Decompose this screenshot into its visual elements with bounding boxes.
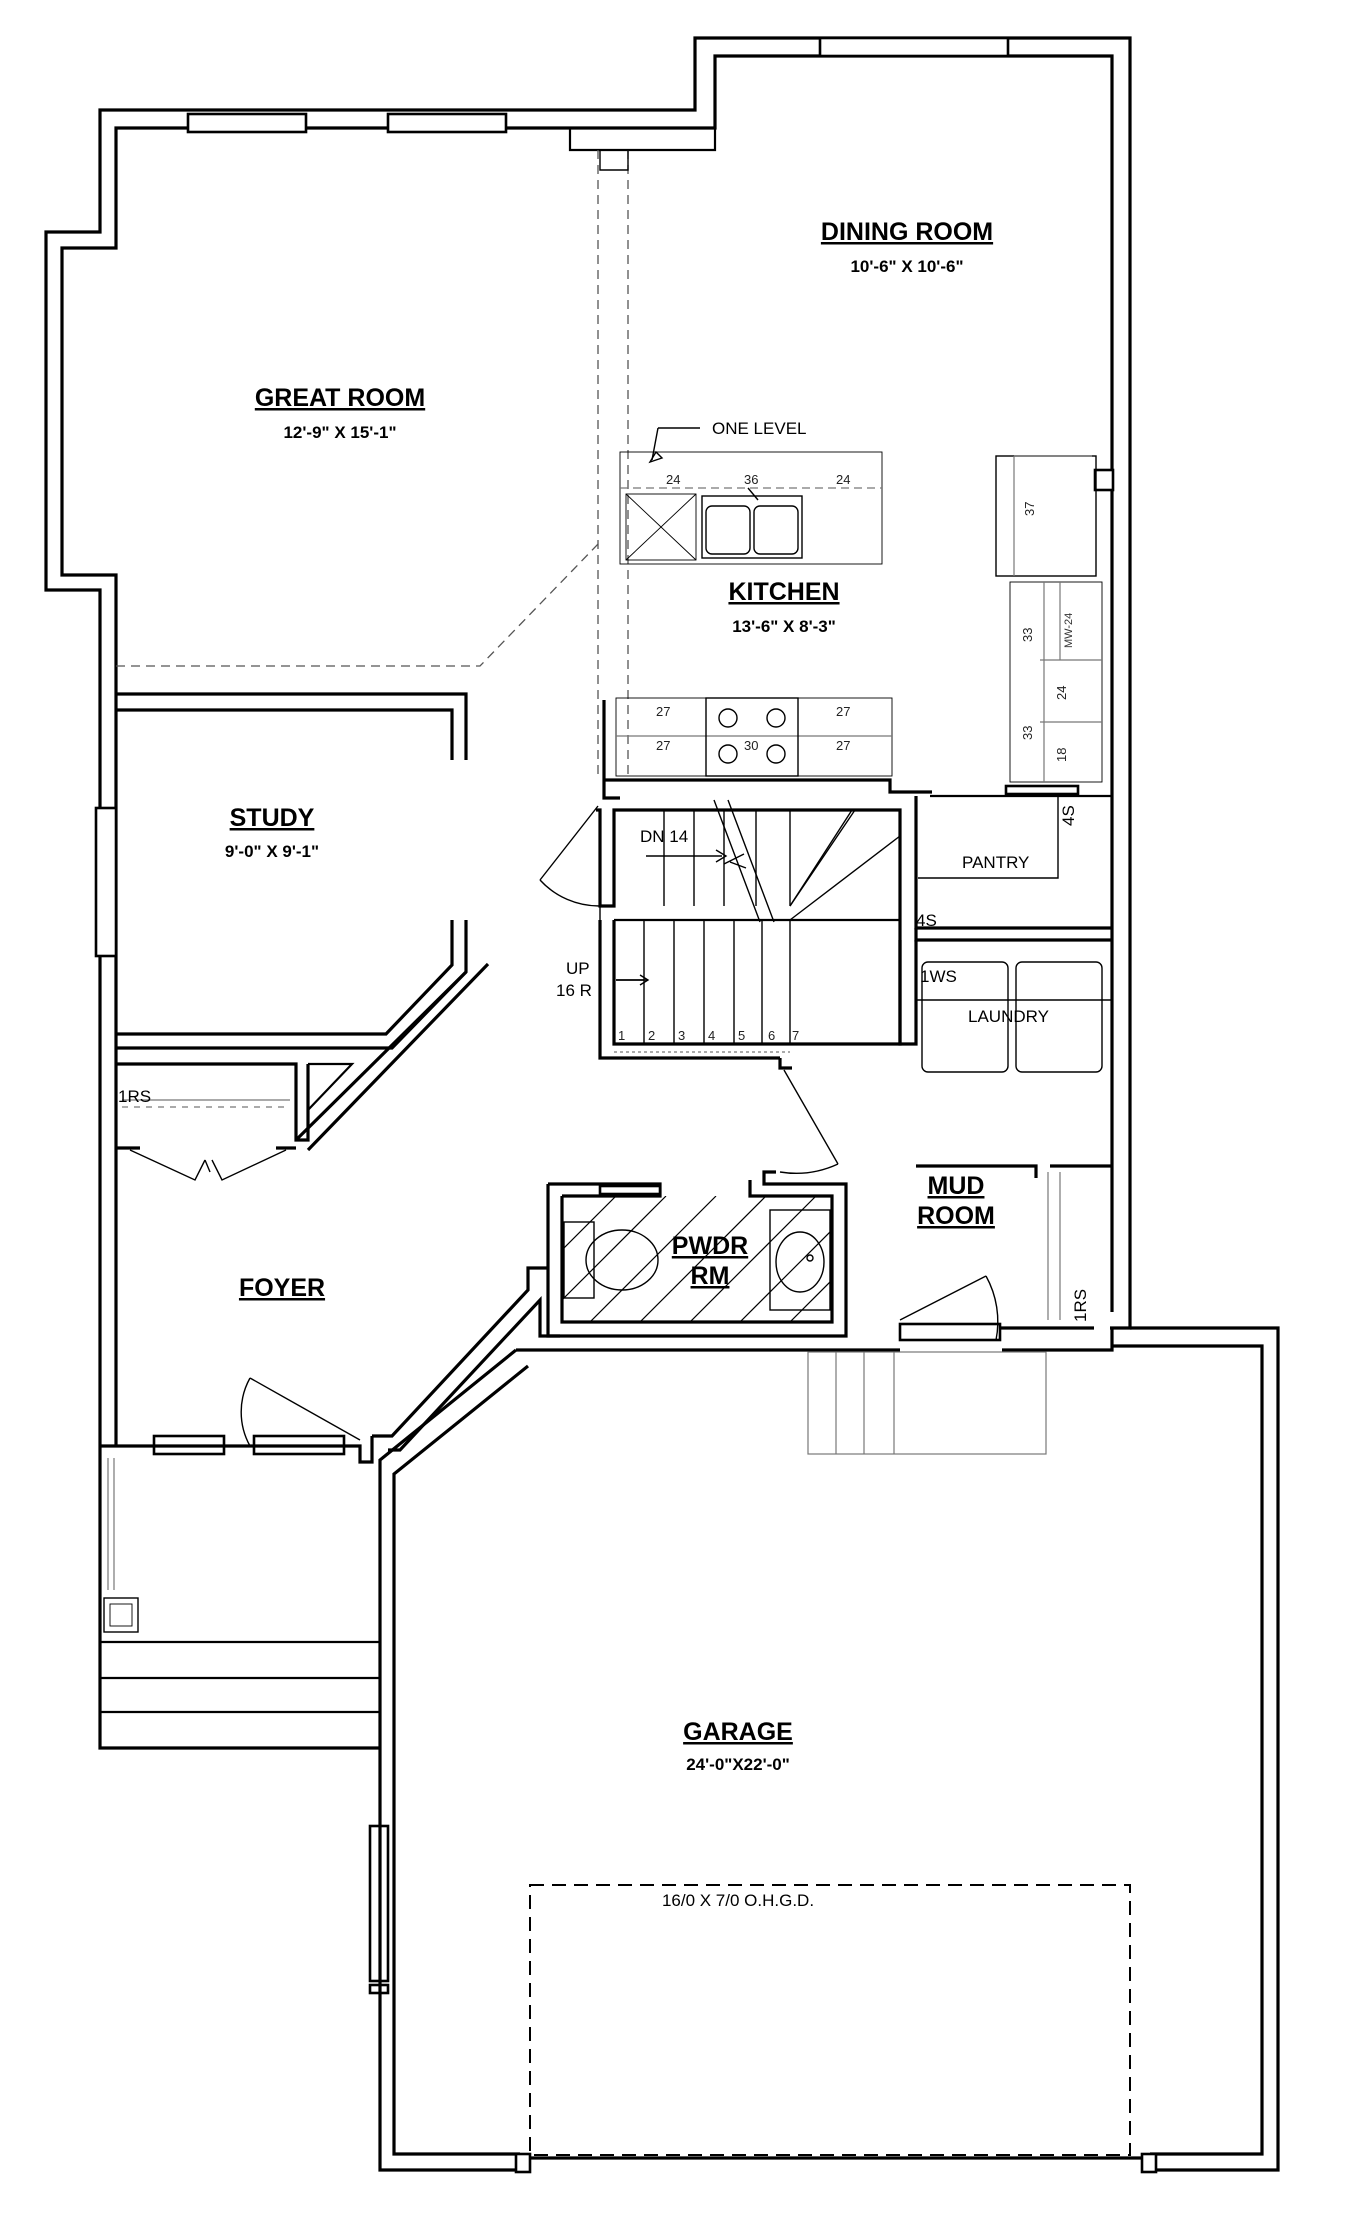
- coat-closet: [116, 1062, 355, 1181]
- shelf-1rs-foyer-label: 1RS: [118, 1087, 151, 1106]
- pwdr-rm-title-line1: PWDR: [672, 1232, 748, 1260]
- study-size: 9'-0" X 9'-1": [225, 842, 319, 861]
- mud-room-title-line2: ROOM: [917, 1202, 995, 1230]
- foyer-title: FOYER: [239, 1274, 325, 1302]
- stair-step-number: 4: [708, 1028, 715, 1043]
- hall-door: [778, 1058, 839, 1174]
- great-room-title: GREAT ROOM: [255, 384, 425, 412]
- stair-up-label: UP: [566, 959, 590, 978]
- cabinet-sizes: 24 36 24 27 27 27 30 27 37 33 MW-24 24 3…: [656, 472, 1075, 762]
- study-title: STUDY: [230, 804, 315, 832]
- stair-step-number: 2: [648, 1028, 655, 1043]
- stair-down-label: DN 14: [640, 827, 688, 846]
- stair-step-number: 6: [768, 1028, 775, 1043]
- cabinet-size: 18: [1054, 748, 1069, 762]
- cabinet-size: 24: [836, 472, 850, 487]
- pantry: [914, 794, 1112, 942]
- garage-walls: [378, 1326, 1280, 2174]
- windows: [94, 36, 1115, 1995]
- shelf-4s-pantry-label: 4S: [1059, 805, 1078, 826]
- pantry-label: PANTRY: [962, 853, 1029, 872]
- stair-up-riser-label: 16 R: [556, 981, 592, 1000]
- stairs: [539, 799, 902, 1060]
- cabinet-size: 27: [656, 704, 670, 719]
- foyer-walls: [100, 962, 560, 1464]
- cabinet-size: 24: [666, 472, 680, 487]
- laundry-label: LAUNDRY: [968, 1007, 1049, 1026]
- cabinet-size: MW-24: [1063, 613, 1075, 648]
- cabinet-size: 24: [1054, 686, 1069, 700]
- garage-door-label: 16/0 X 7/0 O.H.G.D.: [662, 1891, 814, 1910]
- kitchen-island: [619, 427, 883, 565]
- study-walls: [116, 692, 468, 1050]
- garage-title: GARAGE: [683, 1718, 793, 1746]
- shelf-4s-label: 4S: [916, 911, 937, 930]
- dashed-boundaries: [116, 150, 629, 775]
- cabinet-size: 37: [1022, 502, 1037, 516]
- mud-room-walls: [516, 1275, 1114, 1352]
- room-labels: DINING ROOM 10'-6" X 10'-6" GREAT ROOM 1…: [225, 218, 995, 1774]
- kitchen-size: 13'-6" X 8'-3": [732, 617, 836, 636]
- laundry: [898, 940, 1112, 1320]
- cabinet-size: 33: [1020, 726, 1035, 740]
- annotation-labels: ONE LEVEL PANTRY LAUNDRY 4S 4S 1WS 1RS 1…: [118, 419, 1090, 1910]
- cabinet-size: 30: [744, 738, 758, 753]
- one-level-note: ONE LEVEL: [712, 419, 807, 438]
- cabinet-size: 27: [656, 738, 670, 753]
- stair-step-number: 3: [678, 1028, 685, 1043]
- stair-step-numbers: 1 2 3 4 5 6 7: [618, 1028, 799, 1043]
- garage-steps: [807, 1351, 1047, 1455]
- cabinet-size: 27: [836, 738, 850, 753]
- dining-room-title: DINING ROOM: [821, 218, 993, 246]
- shelf-1ws-label: 1WS: [920, 967, 957, 986]
- porch: [98, 1446, 380, 1750]
- stair-step-number: 5: [738, 1028, 745, 1043]
- kitchen-wall-cabinets: [995, 455, 1103, 796]
- kitchen-range-counter: [602, 697, 932, 800]
- garage-size: 24'-0"X22'-0": [686, 1755, 790, 1774]
- great-room-size: 12'-9" X 15'-1": [283, 423, 396, 442]
- shelf-1rs-mud-label: 1RS: [1071, 1289, 1090, 1322]
- pwdr-rm-title-line2: RM: [691, 1262, 730, 1290]
- dining-room-size: 10'-6" X 10'-6": [850, 257, 963, 276]
- cabinet-size: 27: [836, 704, 850, 719]
- kitchen-title: KITCHEN: [728, 578, 839, 606]
- powder-room: [546, 1170, 848, 1338]
- mud-room-title-line1: MUD: [928, 1172, 985, 1200]
- cabinet-size: 36: [744, 472, 758, 487]
- front-door: [240, 1377, 361, 1447]
- cabinet-size: 33: [1020, 628, 1035, 642]
- exterior-walls: [44, 36, 1132, 1446]
- stair-step-number: 1: [618, 1028, 625, 1043]
- stair-step-number: 7: [792, 1028, 799, 1043]
